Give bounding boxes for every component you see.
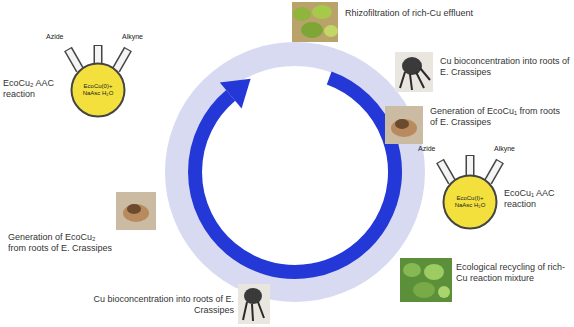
reagent-label: Azide bbox=[46, 33, 64, 41]
hand-photo bbox=[116, 192, 156, 230]
flask-bulb: EcoCu(I)+ NaAsc H₂O bbox=[442, 174, 498, 230]
step-label: Cu bioconcentration into roots of E. Cra… bbox=[92, 294, 234, 316]
step-label: EcoCu₁ AAC reaction bbox=[504, 188, 570, 210]
hyacinth-photo bbox=[400, 258, 452, 302]
plants-photo bbox=[292, 2, 338, 42]
cycle-arrowhead bbox=[220, 79, 251, 109]
step-label: EcoCu₂ AAC reaction bbox=[3, 78, 59, 100]
flask-contents: EcoCu(I)+ NaAsc H₂O bbox=[451, 195, 489, 209]
flask-bulb: EcoCu(0)+ NaAsc H₂O bbox=[70, 62, 126, 118]
reagent-label: Alkyne bbox=[494, 145, 515, 153]
light-ring bbox=[177, 54, 413, 290]
step-label: Generation of EcoCu₁ from roots of E. Cr… bbox=[430, 106, 570, 128]
roots-photo bbox=[238, 284, 270, 324]
step-label: Generation of EcoCu₂ from roots of E. Cr… bbox=[8, 232, 114, 254]
step-label: Cu bioconcentration into roots of E. Cra… bbox=[440, 56, 570, 78]
hand-photo bbox=[385, 106, 423, 144]
cycle-arrow bbox=[195, 78, 395, 272]
reagent-label: Azide bbox=[418, 145, 436, 153]
reagent-label: Alkyne bbox=[122, 33, 143, 41]
step-label: Ecological recycling of rich-Cu reaction… bbox=[456, 262, 570, 284]
roots-photo bbox=[395, 52, 433, 92]
flask-contents: EcoCu(0)+ NaAsc H₂O bbox=[79, 83, 117, 97]
step-label: Rhizofiltration of rich-Cu effluent bbox=[345, 8, 473, 19]
